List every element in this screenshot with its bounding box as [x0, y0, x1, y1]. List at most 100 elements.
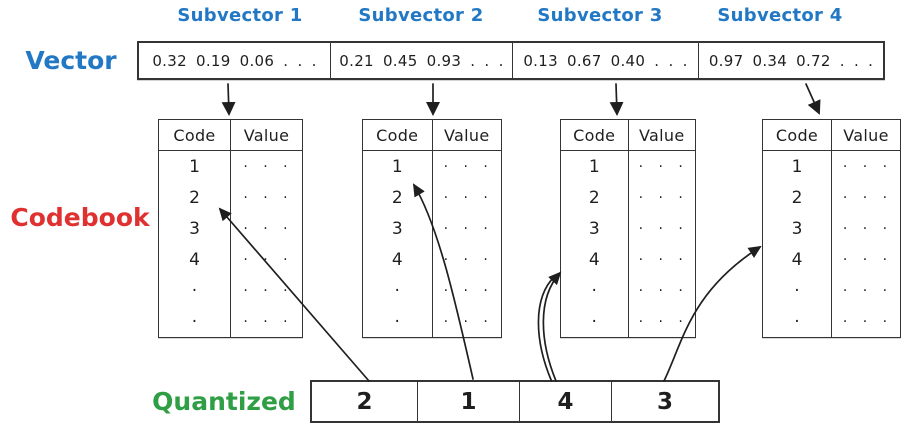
table-row: 4 · · · [363, 244, 501, 275]
code-cell: · [561, 306, 629, 337]
value-cell: · · · [842, 313, 890, 330]
code-cell: 3 [159, 213, 231, 244]
table-row: 4 · · · [159, 244, 302, 275]
code-cell: 1 [363, 151, 433, 182]
code-column-header: Code [159, 120, 231, 150]
value-cell: · · · [243, 282, 290, 299]
value-cell: · · · [443, 313, 490, 330]
subvector-3-label: Subvector 3 [537, 5, 663, 26]
arrow-subvector3-to-codebook3 [609, 83, 624, 116]
codebook-table-3: Code Value 1· · · 2· · · 3· · · 4· · · ·… [560, 119, 696, 338]
value-cell: · · · [443, 220, 490, 237]
value-cell: · · · [243, 251, 290, 268]
code-cell: 1 [159, 151, 231, 182]
code-column-header: Code [363, 120, 433, 150]
value-cell: · · · [443, 251, 490, 268]
subvector-4-label: Subvector 4 [717, 5, 843, 26]
arrow-subvector4-to-codebook4 [805, 83, 821, 115]
value-column-header: Value [444, 125, 490, 145]
quantized-cell-1: 2 [312, 382, 418, 421]
value-cell: · · · [243, 313, 290, 330]
table-row: 3 · · · [363, 213, 501, 244]
value-cell: · · · [842, 220, 890, 237]
value-cell: · · · [842, 189, 890, 206]
table-row: 2 · · · [561, 182, 695, 213]
table-row: 3 · · · [763, 213, 900, 244]
table-row: · · · · [363, 275, 501, 306]
code-cell: 2 [159, 182, 231, 213]
value-cell: · · · [243, 189, 290, 206]
subvector-cell-1: 0.32 0.19 0.06 . . . [139, 43, 331, 78]
value-cell: · · · [443, 158, 490, 175]
code-cell: · [363, 306, 433, 337]
arrow-subvector1-to-codebook1 [221, 83, 236, 116]
table-row: 1 · · · [363, 151, 501, 182]
value-cell: · · · [638, 158, 685, 175]
table-row: 3· · · [561, 213, 695, 244]
table-row: 4· · · [763, 244, 900, 275]
code-cell: 3 [561, 213, 629, 244]
code-cell: · [763, 275, 832, 306]
arrow-quantized4-double-stroke [537, 275, 556, 382]
code-cell: 4 [363, 244, 433, 275]
code-cell: 2 [763, 182, 832, 213]
code-cell: · [159, 306, 231, 337]
table-row: · · · · [363, 306, 501, 337]
subvector-cell-4: 0.97 0.34 0.72 . . . [708, 51, 874, 70]
value-cell: · · · [443, 189, 490, 206]
value-cell: · · · [842, 158, 890, 175]
table-row: ·· · · [561, 306, 695, 337]
vector-box: 0.32 0.19 0.06 . . . 0.21 0.45 0.93 . . … [137, 41, 885, 80]
code-cell: 4 [763, 244, 832, 275]
subvector-1-label: Subvector 1 [177, 5, 303, 26]
codebook-table-3-header: Code Value [561, 120, 695, 151]
codebook-table-2: Code Value 1· · · 2· · · 3· · · 4· · · ·… [362, 119, 502, 338]
value-cell: · · · [243, 220, 290, 237]
table-row: 1 · · · [763, 151, 900, 182]
value-cell: · · · [842, 282, 890, 299]
code-cell: 1 [561, 151, 629, 182]
code-cell: · [363, 275, 433, 306]
vector-label: Vector [25, 46, 117, 75]
code-cell: 4 [159, 244, 231, 275]
table-row: · · · · [763, 275, 900, 306]
code-cell: 3 [363, 213, 433, 244]
codebook-table-1-header: Code Value [159, 120, 302, 151]
table-row: 2 · · · [763, 182, 900, 213]
quantized-cell-3: 4 [520, 382, 613, 421]
quantized-box: 2 1 4 3 [310, 380, 720, 423]
code-cell: 3 [763, 213, 832, 244]
table-row: ·· · · [561, 275, 695, 306]
code-cell: · [159, 275, 231, 306]
subvector-cell-3: 0.13 0.67 0.40 . . . [513, 43, 699, 78]
table-row: 1 · · · [159, 151, 302, 182]
code-cell: · [763, 306, 832, 337]
codebook-table-4: Code Value 1· · · 2· · · 3· · · 4· · · ·… [762, 119, 901, 338]
table-row: 2 · · · [159, 182, 302, 213]
quantized-cell-4: 3 [657, 388, 674, 415]
value-column-header: Value [843, 125, 889, 145]
value-cell: · · · [443, 282, 490, 299]
code-cell: 1 [763, 151, 832, 182]
subvector-2-label: Subvector 2 [358, 5, 484, 26]
value-cell: · · · [243, 158, 290, 175]
value-cell: · · · [638, 251, 685, 268]
value-cell: · · · [638, 282, 685, 299]
value-column-header: Value [639, 125, 685, 145]
table-row: · · · · [763, 306, 900, 337]
code-cell: 2 [363, 182, 433, 213]
codebook-table-4-header: Code Value [763, 120, 900, 151]
table-row: 1 · · · [561, 151, 695, 182]
table-row: · · · · [159, 306, 302, 337]
code-cell: 2 [561, 182, 629, 213]
code-column-header: Code [763, 120, 832, 150]
quantized-label: Quantized [152, 387, 296, 416]
code-column-header: Code [561, 120, 629, 150]
table-row: 2 · · · [363, 182, 501, 213]
value-cell: · · · [638, 189, 685, 206]
quantized-cell-2: 1 [418, 382, 520, 421]
table-row: 4 · · · [561, 244, 695, 275]
codebook-label: Codebook [10, 203, 150, 232]
code-cell: 4 [561, 244, 629, 275]
